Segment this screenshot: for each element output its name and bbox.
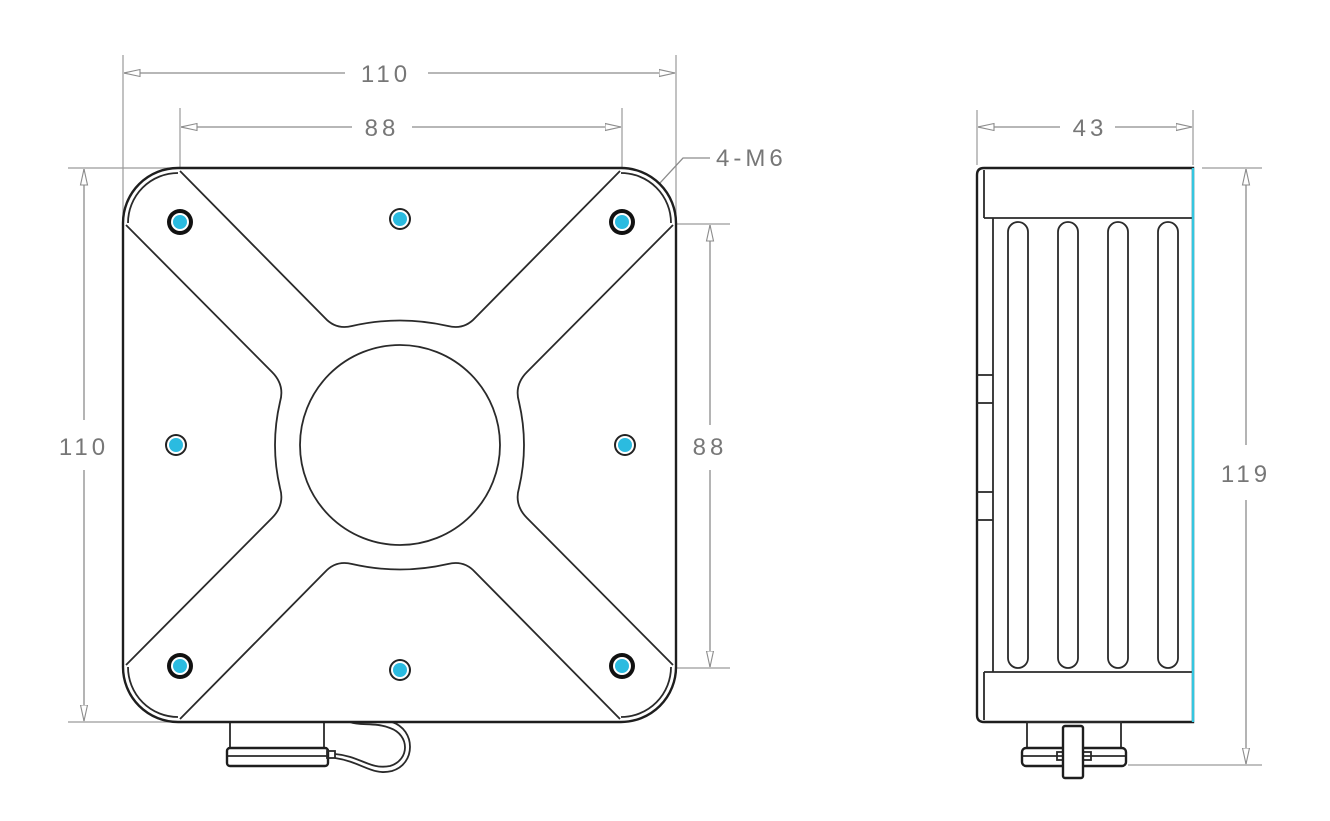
dimension-hole-spacing-width: 88 — [181, 115, 621, 142]
side-connector — [1020, 721, 1128, 780]
dimension-side-height: 119 — [1221, 169, 1271, 764]
fin — [1107, 221, 1129, 669]
auxiliary-holes — [165, 208, 636, 681]
x-bracket — [125, 170, 674, 720]
label-side-height: 119 — [1221, 461, 1271, 488]
auxiliary-hole — [389, 208, 411, 230]
label-overall-height: 110 — [59, 434, 109, 461]
label-depth: 43 — [1073, 115, 1108, 142]
mounting-hole — [609, 209, 635, 235]
label-overall-width: 110 — [361, 61, 411, 88]
mounting-hole — [167, 209, 193, 235]
label-hole-spacing-height: 88 — [693, 434, 728, 461]
dimension-depth: 43 — [978, 115, 1192, 142]
dimension-overall-width: 110 — [124, 61, 675, 88]
dimension-overall-height: 110 — [59, 169, 109, 721]
auxiliary-hole — [389, 659, 411, 681]
auxiliary-hole — [165, 434, 187, 456]
side-body — [975, 166, 1195, 724]
cable-connector — [225, 721, 411, 773]
plate-outline — [121, 166, 678, 724]
label-hole-spacing-width: 88 — [365, 115, 400, 142]
fin — [1157, 221, 1179, 669]
side-view: 43 119 — [975, 110, 1271, 780]
auxiliary-hole — [614, 434, 636, 456]
front-view: 110 88 110 88 4-M6 — [59, 55, 787, 773]
mounting-hole — [167, 653, 193, 679]
fins — [1007, 221, 1179, 669]
mounting-hole — [609, 653, 635, 679]
fin — [1057, 221, 1079, 669]
label-thread-callout: 4-M6 — [716, 145, 787, 172]
center-opening — [299, 344, 501, 546]
fin — [1007, 221, 1029, 669]
dimension-hole-spacing-height: 88 — [693, 225, 728, 667]
mounting-holes — [167, 209, 635, 679]
